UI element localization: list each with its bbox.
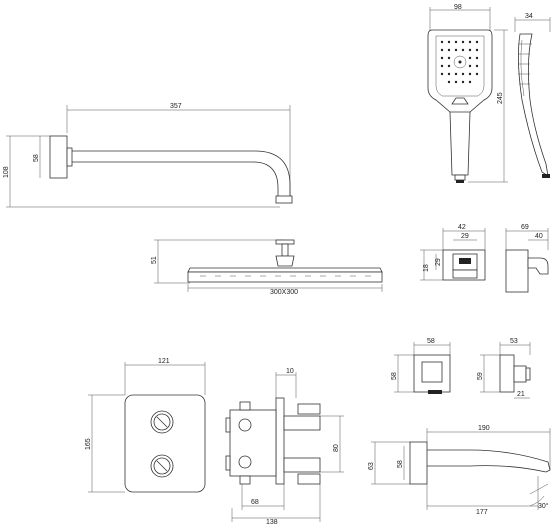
dim-spout-flange: 58 — [397, 460, 404, 468]
shower-arm-drawing: 357 108 58 — [3, 103, 293, 208]
dim-body-total: 138 — [266, 519, 278, 526]
dim-valve-width: 121 — [158, 358, 170, 365]
dim-holder-inner: 40 — [535, 233, 543, 240]
valve-front-drawing: 121 165 — [85, 358, 206, 493]
dim-head-size: 300X300 — [270, 289, 298, 296]
dim-hand-depth: 34 — [525, 13, 533, 20]
dim-elbow2-height: 59 — [477, 372, 484, 380]
dim-arm-flange: 58 — [33, 154, 40, 162]
dim-elbow2-small: 21 — [517, 391, 525, 398]
dim-arm-length: 357 — [170, 103, 182, 110]
dim-outlet-h2: 29 — [435, 258, 442, 266]
nozzle-pattern — [440, 40, 479, 84]
dim-spout-angle: 30° — [538, 502, 549, 510]
dim-hand-width: 98 — [454, 4, 462, 11]
dim-head-height: 51 — [151, 256, 158, 264]
dim-outlet-width: 42 — [458, 224, 466, 231]
wall-elbow-front-drawing: 58 58 — [391, 338, 451, 394]
wall-elbow-side-drawing: 53 59 21 — [477, 338, 531, 399]
bath-spout-drawing: 190 63 58 177 30° — [368, 425, 551, 516]
hand-shower-drawing: 98 34 — [427, 4, 551, 183]
wall-outlet-drawing: 42 29 18 29 — [420, 224, 486, 281]
dim-body-top: 10 — [286, 368, 294, 375]
dim-spout-length: 190 — [478, 425, 490, 432]
dim-holder-width: 69 — [521, 224, 529, 231]
dim-elbow2-width: 53 — [510, 338, 518, 345]
dim-spout-height: 63 — [368, 462, 375, 470]
dim-elbow-height: 58 — [391, 372, 398, 380]
dim-outlet-inner: 29 — [461, 233, 469, 240]
dim-outlet-h1: 18 — [423, 264, 430, 272]
dim-spout-projection: 177 — [476, 509, 488, 516]
concealed-body-drawing: 10 80 68 138 — [225, 368, 344, 526]
dim-body-height: 80 — [333, 444, 340, 452]
dim-hand-length: 245 — [497, 92, 504, 104]
dim-body-inner: 68 — [251, 499, 259, 506]
holder-drawing: 69 40 — [505, 224, 549, 293]
shower-head-drawing: 51 300X300 — [151, 239, 383, 296]
dim-elbow-width: 58 — [427, 338, 435, 345]
dim-valve-height: 165 — [85, 438, 92, 450]
dim-arm-height: 108 — [3, 166, 10, 178]
